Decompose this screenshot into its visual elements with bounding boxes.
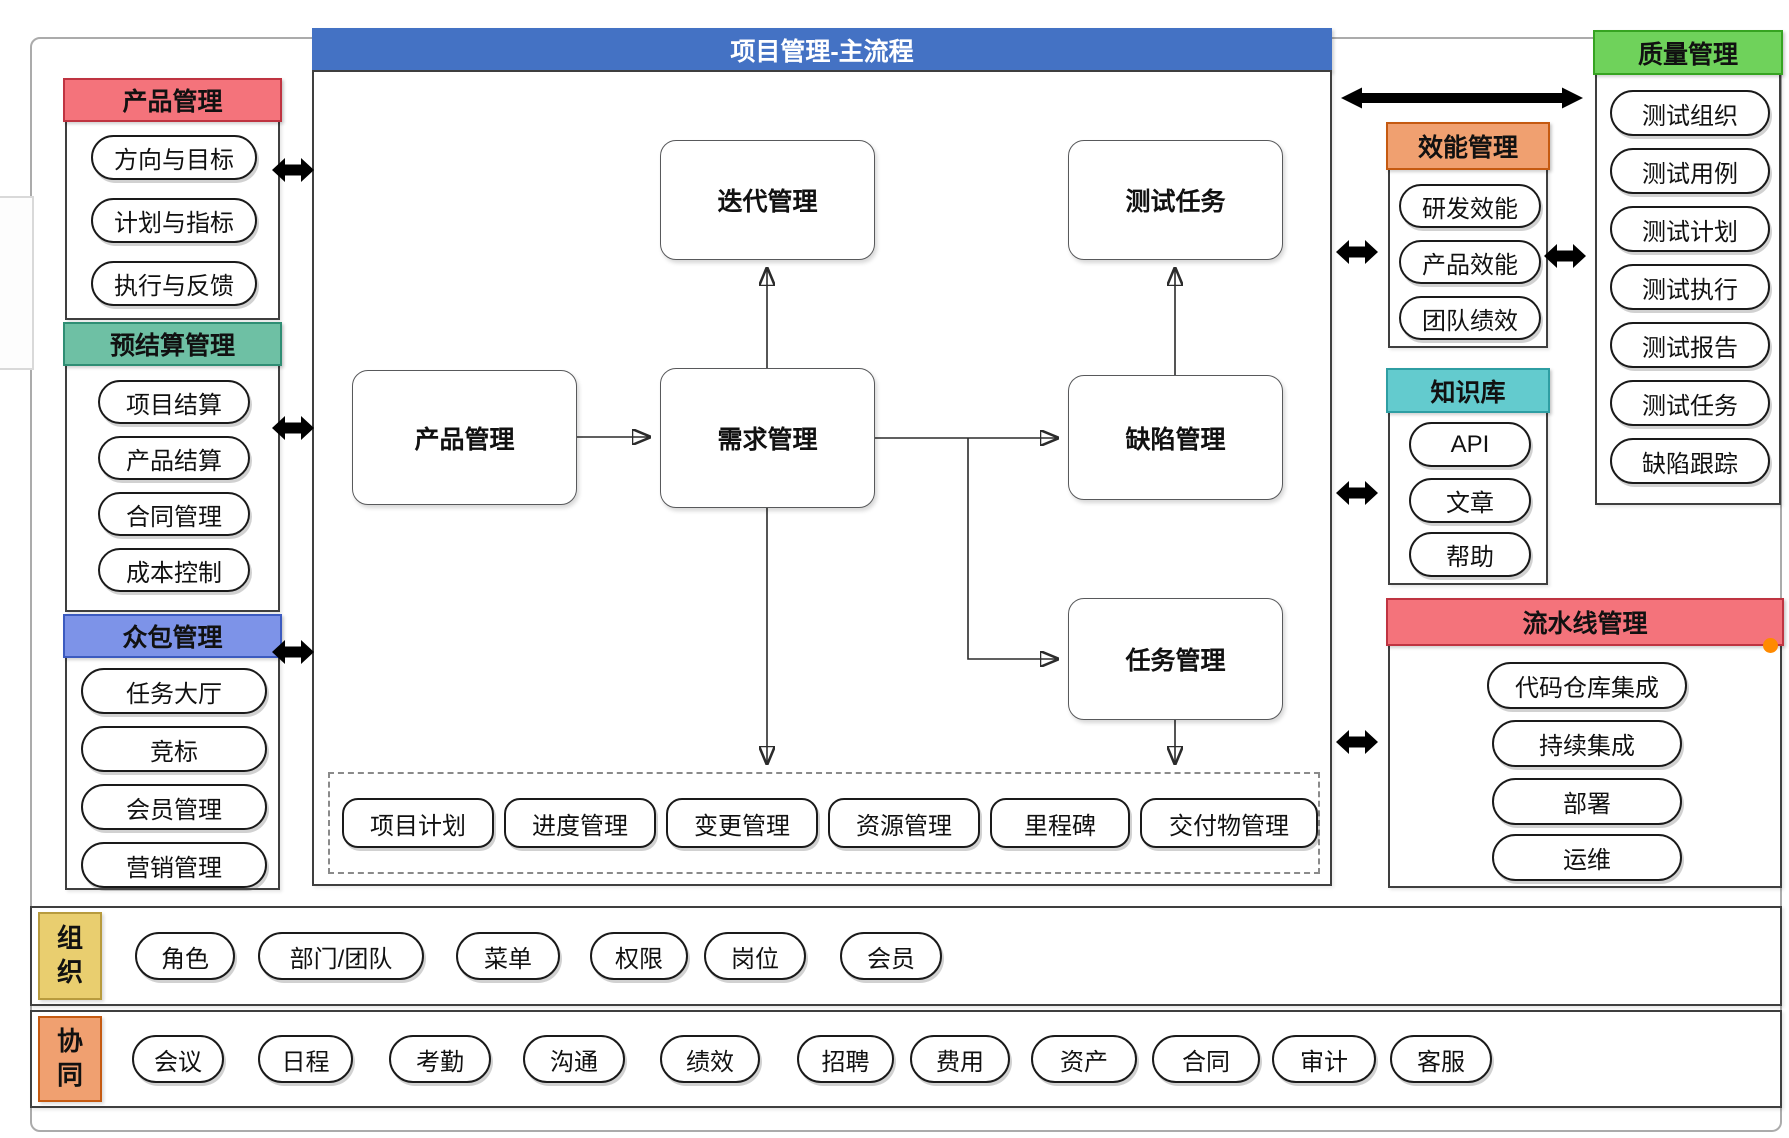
list-item[interactable]: 测试任务 [1610, 380, 1770, 426]
list-item[interactable]: 运维 [1492, 834, 1682, 881]
list-item[interactable]: 沟通 [523, 1035, 625, 1083]
list-item[interactable]: 计划与指标 [91, 198, 257, 243]
organization-label[interactable]: 组织 [38, 912, 102, 1000]
list-item[interactable]: 角色 [135, 932, 235, 980]
list-item[interactable]: 会员 [840, 932, 942, 980]
organization-label-text: 组织 [56, 923, 83, 987]
list-item[interactable]: 合同管理 [98, 492, 250, 536]
list-item[interactable]: API [1409, 422, 1531, 467]
list-item[interactable]: 部门/团队 [258, 932, 424, 980]
list-item[interactable]: 测试报告 [1610, 322, 1770, 368]
list-item[interactable]: 岗位 [704, 932, 806, 980]
double-arrow-icon [270, 153, 316, 187]
list-item[interactable]: 客服 [1390, 1035, 1492, 1083]
list-item[interactable]: 持续集成 [1492, 720, 1682, 767]
list-item[interactable]: 资产 [1031, 1035, 1137, 1083]
list-item[interactable]: 招聘 [797, 1035, 894, 1083]
pipeline-mgmt-section-header[interactable]: 流水线管理 [1386, 598, 1784, 646]
subprocess-dashed-box [328, 772, 1320, 874]
node-requirement-mgmt[interactable]: 需求管理 [660, 368, 875, 508]
node-task-mgmt[interactable]: 任务管理 [1068, 598, 1283, 720]
list-item[interactable]: 团队绩效 [1399, 296, 1541, 340]
node-test-task[interactable]: 测试任务 [1068, 140, 1283, 260]
list-item[interactable]: 测试执行 [1610, 264, 1770, 310]
list-item[interactable]: 变更管理 [666, 798, 818, 848]
list-item[interactable]: 测试计划 [1610, 206, 1770, 252]
double-arrow-icon [1334, 725, 1380, 759]
list-item[interactable]: 里程碑 [990, 798, 1130, 848]
list-item[interactable]: 代码仓库集成 [1487, 662, 1687, 709]
list-item[interactable]: 绩效 [660, 1035, 760, 1083]
list-item[interactable]: 文章 [1409, 478, 1531, 523]
list-item[interactable]: 执行与反馈 [91, 261, 257, 306]
collaboration-label[interactable]: 协同 [38, 1016, 102, 1102]
list-item[interactable]: 合同 [1152, 1035, 1260, 1083]
double-arrow-icon [1338, 84, 1586, 112]
crowdsourcing-section: 众包管理 任务大厅 竞标 会员管理 营销管理 [63, 614, 282, 890]
pipeline-mgmt-section: 流水线管理 代码仓库集成 持续集成 部署 运维 [1386, 598, 1784, 888]
list-item[interactable]: 审计 [1272, 1035, 1376, 1083]
quality-mgmt-section-header[interactable]: 质量管理 [1593, 30, 1783, 75]
list-item[interactable]: 部署 [1492, 778, 1682, 825]
list-item[interactable]: 考勤 [389, 1035, 491, 1083]
list-item[interactable]: 会议 [132, 1035, 224, 1083]
list-item[interactable]: 测试组织 [1610, 90, 1770, 136]
efficiency-mgmt-section: 效能管理 研发效能 产品效能 团队绩效 [1386, 122, 1550, 348]
crowdsourcing-section-header[interactable]: 众包管理 [63, 614, 282, 658]
list-item[interactable]: 项目计划 [342, 798, 494, 848]
double-arrow-icon [1334, 235, 1380, 269]
efficiency-mgmt-section-header[interactable]: 效能管理 [1386, 122, 1550, 170]
node-iteration-mgmt[interactable]: 迭代管理 [660, 140, 875, 260]
list-item[interactable]: 研发效能 [1399, 184, 1541, 228]
list-item[interactable]: 产品结算 [98, 436, 250, 480]
node-defect-mgmt[interactable]: 缺陷管理 [1068, 375, 1283, 500]
list-item[interactable]: 日程 [258, 1035, 353, 1083]
node-product-mgmt[interactable]: 产品管理 [352, 370, 577, 505]
double-arrow-icon [270, 411, 316, 445]
product-mgmt-section: 产品管理 方向与目标 计划与指标 执行与反馈 [63, 78, 282, 320]
list-item[interactable]: 菜单 [456, 932, 560, 980]
list-item[interactable]: 帮助 [1409, 532, 1531, 577]
double-arrow-icon [1334, 476, 1380, 510]
list-item[interactable]: 交付物管理 [1140, 798, 1318, 848]
knowledge-base-section: 知识库 API 文章 帮助 [1386, 368, 1550, 585]
list-item[interactable]: 资源管理 [828, 798, 980, 848]
list-item[interactable]: 缺陷跟踪 [1610, 438, 1770, 484]
knowledge-base-section-header[interactable]: 知识库 [1386, 368, 1550, 413]
list-item[interactable]: 营销管理 [81, 842, 267, 888]
double-arrow-icon [1542, 239, 1588, 273]
list-item[interactable]: 项目结算 [98, 380, 250, 424]
product-mgmt-section-header[interactable]: 产品管理 [63, 78, 282, 122]
list-item[interactable]: 方向与目标 [91, 135, 257, 180]
selection-handle-dot[interactable] [1763, 638, 1778, 653]
list-item[interactable]: 费用 [910, 1035, 1010, 1083]
list-item[interactable]: 任务大厅 [81, 668, 267, 714]
list-item[interactable]: 会员管理 [81, 784, 267, 830]
double-arrow-icon [270, 635, 316, 669]
list-item[interactable]: 权限 [590, 932, 688, 980]
budget-settlement-section-header[interactable]: 预结算管理 [63, 322, 282, 366]
main-flow-header[interactable]: 项目管理-主流程 [312, 28, 1332, 72]
list-item[interactable]: 进度管理 [504, 798, 656, 848]
budget-settlement-section: 预结算管理 项目结算 产品结算 合同管理 成本控制 [63, 322, 282, 612]
background-window-fragment [0, 196, 34, 370]
list-item[interactable]: 产品效能 [1399, 240, 1541, 284]
collaboration-label-text: 协同 [56, 1026, 83, 1090]
list-item[interactable]: 成本控制 [98, 548, 250, 592]
list-item[interactable]: 测试用例 [1610, 148, 1770, 194]
quality-mgmt-section: 质量管理 测试组织 测试用例 测试计划 测试执行 测试报告 测试任务 缺陷跟踪 [1593, 30, 1783, 505]
list-item[interactable]: 竞标 [81, 726, 267, 772]
